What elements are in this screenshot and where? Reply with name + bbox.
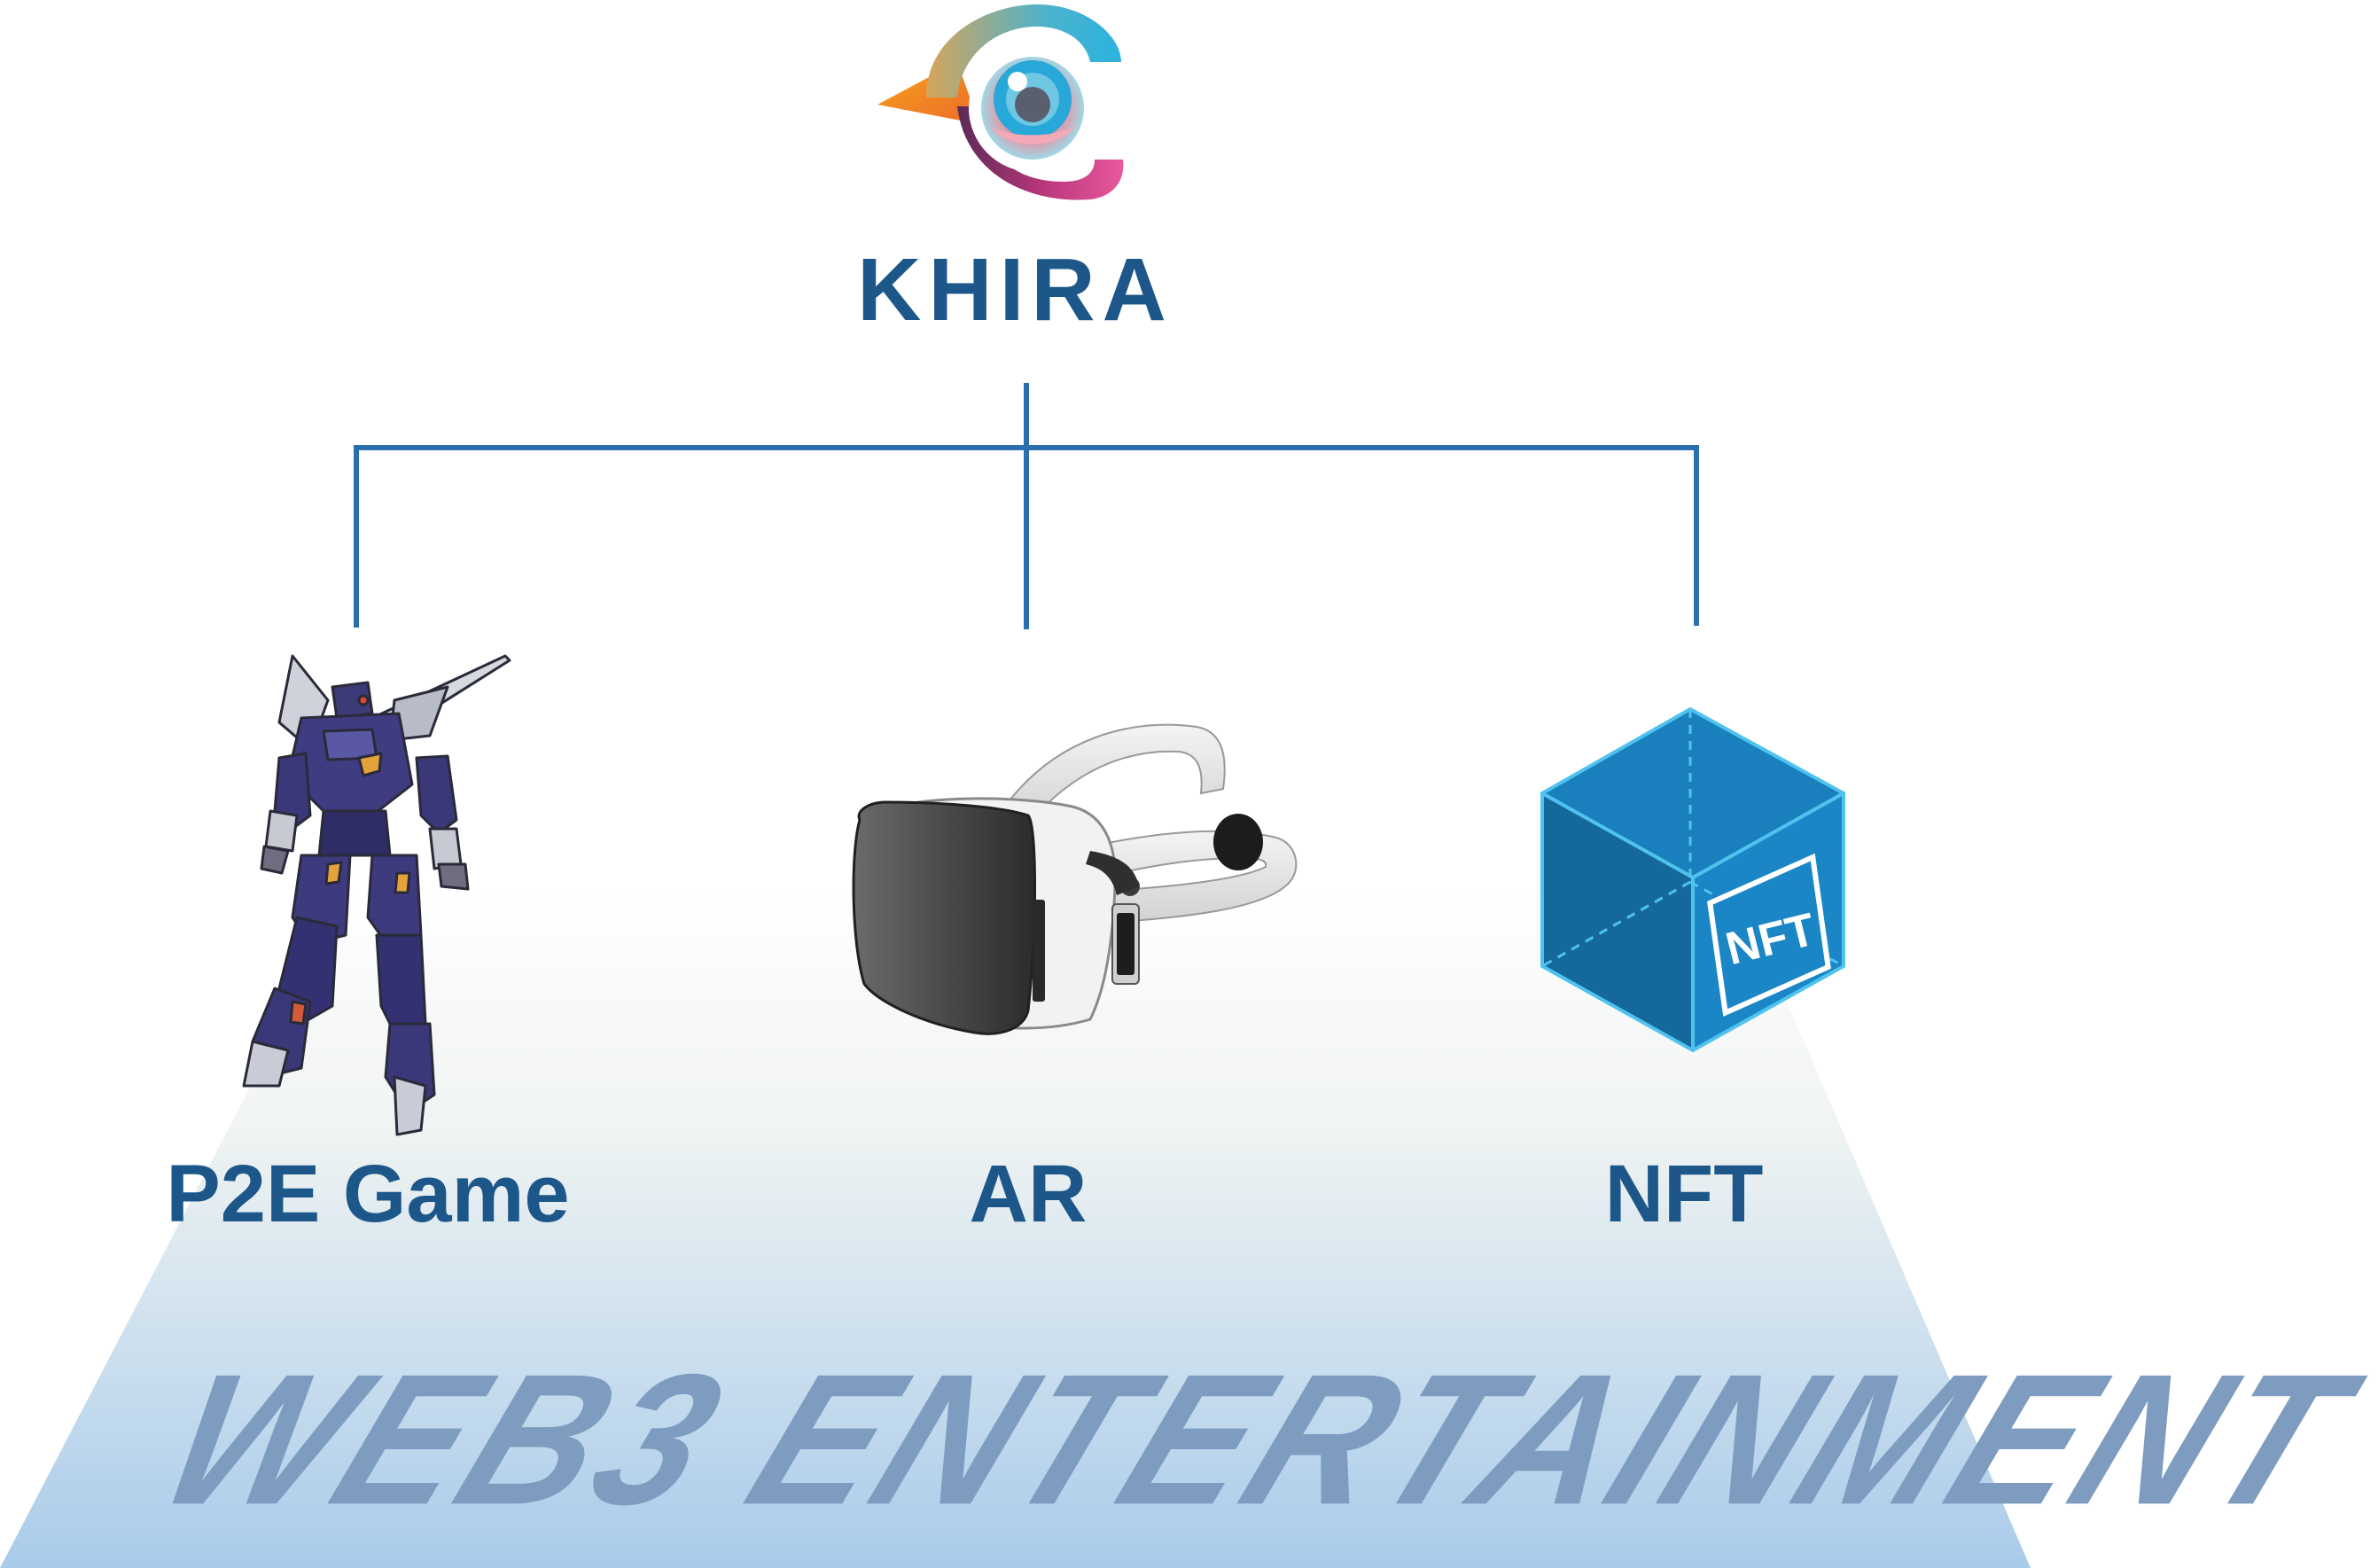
label-ar: AR — [969, 1149, 1088, 1239]
robot-mech-icon — [242, 654, 511, 1136]
web3-entertainment-text: WEB3 ENTERTAINMENT — [135, 1336, 2377, 1544]
nft-cube-icon: NFT — [1540, 707, 1845, 1052]
label-p2e-game: P2E Game — [166, 1149, 570, 1239]
eye-logo-icon — [877, 4, 1124, 200]
platform-background — [0, 886, 2031, 1568]
label-nft: NFT — [1604, 1149, 1764, 1239]
vr-headset-icon — [852, 723, 1298, 1035]
brand-title: KHIRA — [857, 240, 1173, 339]
connector-tree — [354, 383, 1699, 629]
